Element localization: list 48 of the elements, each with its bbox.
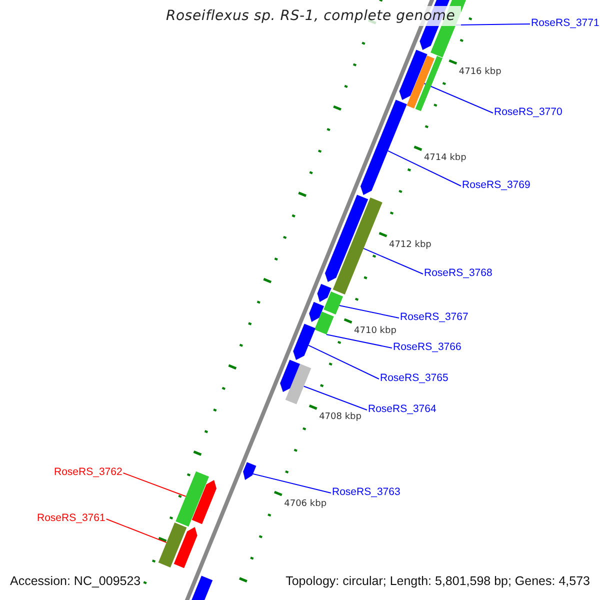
leader-line bbox=[338, 304, 400, 318]
gene-block bbox=[285, 364, 312, 404]
accession-text: Accession: NC_009523 bbox=[10, 574, 141, 588]
leader-line bbox=[424, 83, 494, 114]
leader-line bbox=[106, 518, 167, 544]
gene-label: RoseRS_3766 bbox=[393, 340, 462, 354]
leader-line bbox=[303, 386, 368, 410]
scale-label: 4710 kbp bbox=[354, 326, 396, 336]
gene-block bbox=[415, 56, 443, 112]
genome-info-text: Topology: circular; Length: 5,801,598 bp; Genes: 4,573 bbox=[282, 574, 590, 588]
gene-block bbox=[360, 100, 407, 195]
gene-block bbox=[192, 480, 216, 524]
gene-block bbox=[399, 50, 428, 100]
gene-label: RoseRS_3770 bbox=[494, 106, 562, 118]
gene-label: RoseRS_3769 bbox=[462, 178, 530, 192]
gene-block bbox=[309, 302, 324, 322]
leader-line bbox=[252, 473, 332, 494]
gene-label: RoseRS_3762 bbox=[54, 466, 122, 478]
scale-label: 4706 kbp bbox=[284, 498, 327, 508]
gene-block bbox=[324, 194, 368, 282]
leader-line bbox=[326, 334, 392, 348]
gene-block bbox=[174, 527, 198, 568]
scale-label: 4712 kbp bbox=[388, 240, 432, 250]
gene-block bbox=[324, 292, 344, 314]
scale-label: 4716 kbp bbox=[458, 67, 502, 77]
gene-block bbox=[189, 576, 213, 600]
leader-line bbox=[308, 344, 380, 380]
gene-block bbox=[176, 471, 209, 527]
gene-block bbox=[293, 324, 316, 360]
gene-block bbox=[158, 522, 187, 568]
gene-label: RoseRS_3764 bbox=[368, 402, 436, 416]
leader-line bbox=[363, 248, 424, 274]
gene-block bbox=[280, 360, 301, 392]
gene-label: RoseRS_3763 bbox=[332, 486, 400, 498]
leader-line bbox=[387, 150, 462, 186]
gene-label: RoseRS_3761 bbox=[37, 512, 106, 524]
gene-block bbox=[332, 198, 382, 294]
gene-label: RoseRS_3771 bbox=[531, 16, 600, 30]
gene-label: RoseRS_3765 bbox=[380, 372, 448, 384]
gene-block bbox=[243, 462, 256, 480]
gene-label: RoseRS_3768 bbox=[424, 266, 492, 280]
gene-label: RoseRS_3767 bbox=[400, 310, 468, 324]
gene-block bbox=[314, 312, 334, 334]
scale-label: 4714 kbp bbox=[424, 153, 466, 164]
leader-line bbox=[122, 472, 186, 497]
gene-block bbox=[406, 56, 434, 108]
scale-label: 4708 kbp bbox=[319, 412, 362, 422]
gene-block bbox=[317, 284, 332, 302]
